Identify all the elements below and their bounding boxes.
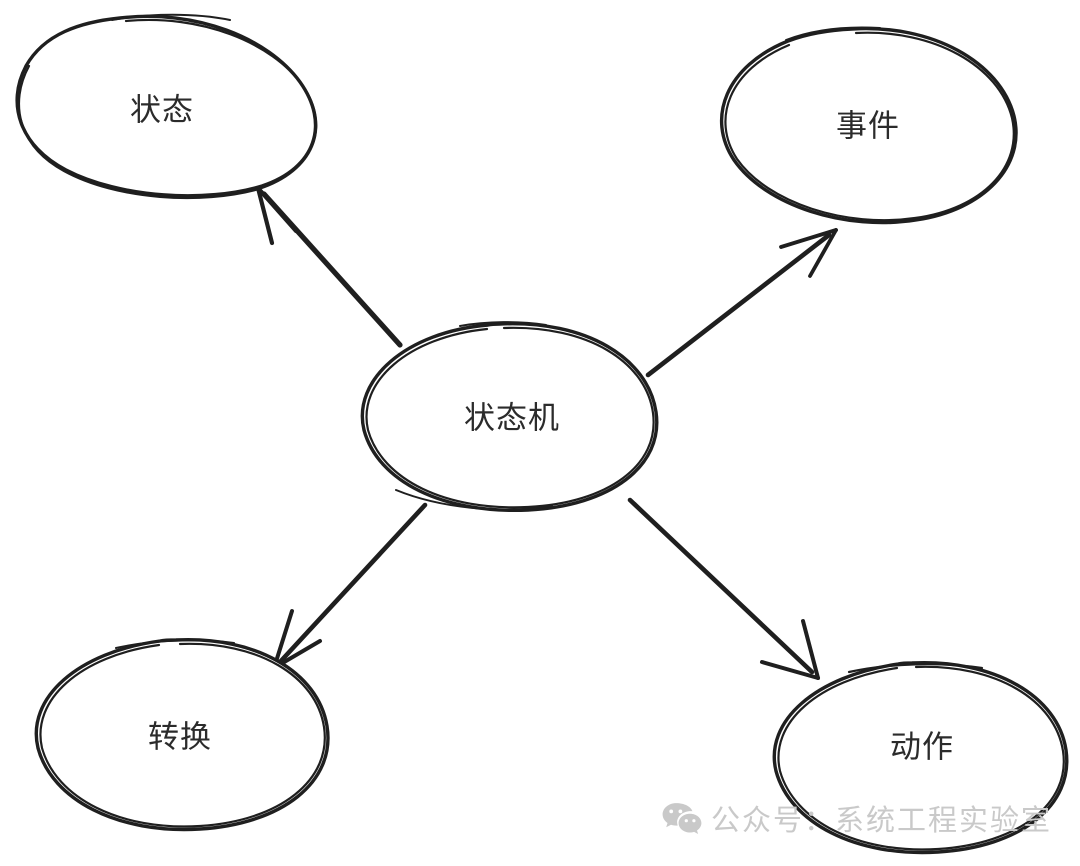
node-ellipse-transition[interactable] xyxy=(34,638,330,832)
node-label-state: 状态 xyxy=(130,92,194,128)
edge-to-event xyxy=(645,228,838,378)
node-ellipse-action[interactable] xyxy=(772,661,1069,855)
node-ellipse-state-machine[interactable] xyxy=(360,321,659,513)
edge-layer xyxy=(255,185,838,680)
node-label-event: 事件 xyxy=(836,108,900,144)
edge-to-transition xyxy=(272,502,428,670)
node-shape-layer xyxy=(15,13,1069,855)
node-ellipse-event[interactable] xyxy=(719,26,1018,225)
node-label-transition: 转换 xyxy=(148,719,212,755)
edge-to-state xyxy=(255,185,403,348)
edge-to-action xyxy=(627,497,820,680)
node-label-state-machine: 状态机 xyxy=(464,400,560,436)
node-ellipse-state[interactable] xyxy=(15,13,318,200)
node-label-action: 动作 xyxy=(890,729,954,765)
